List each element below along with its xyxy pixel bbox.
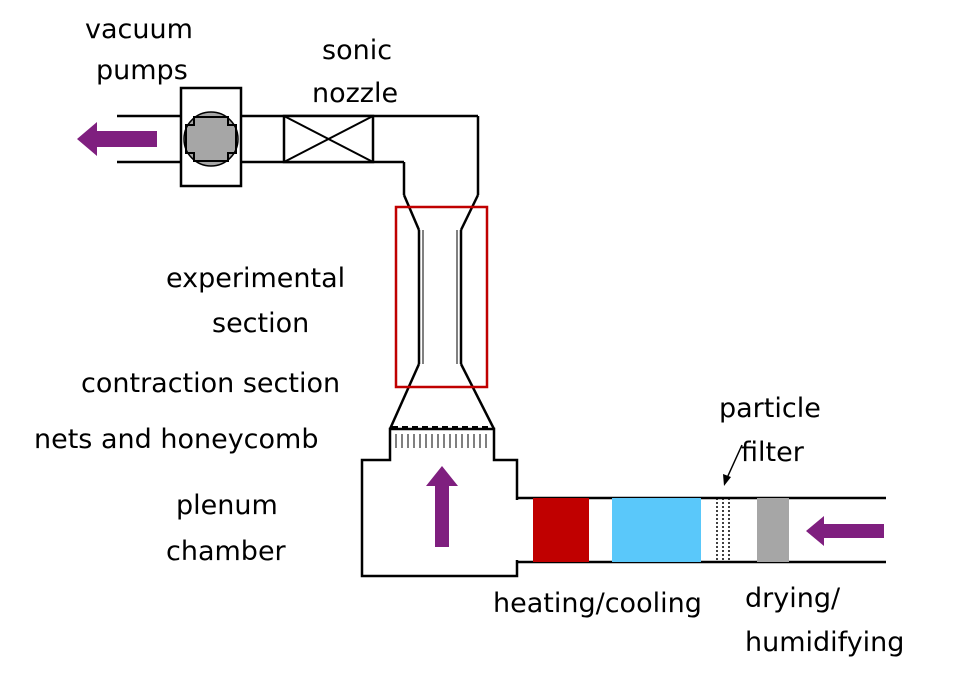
dryer-block [757,498,789,562]
label-nozzle: nozzle [312,78,398,109]
label-nets-and-honeycomb: nets and honeycomb [34,424,318,455]
vacuum-pump-vane [185,116,237,162]
label-particle: particle [719,393,821,424]
label-heating-cooling: heating/cooling [493,588,702,619]
label-plenum: plenum [176,490,278,521]
label-chamber: chamber [166,536,287,567]
cooler-block [612,498,701,562]
label-humidifying: humidifying [745,627,904,658]
label-experimental: experimental [166,263,345,294]
heater-block [533,498,589,562]
honeycomb [395,434,487,448]
contraction-left-wall [388,363,421,430]
filter-pointer-head [723,474,731,486]
diffuser-right-wall [459,194,480,231]
diffuser-left-wall [402,194,421,231]
filter-pointer-line [726,444,743,479]
label-drying: drying/ [745,583,841,614]
label-section: section [212,308,309,339]
label-sonic: sonic [322,35,392,66]
label-vacuum: vacuum [85,14,193,45]
contraction-right-wall [459,363,496,430]
label-contraction-section: contraction section [81,368,340,399]
plenum-chamber [360,427,519,578]
exhaust-flow-arrow [77,122,157,156]
vacuum-pump-rotor [183,111,239,167]
experimental-section-highlight [394,205,489,389]
label-pumps: pumps [96,55,188,86]
sonic-nozzle-diagonal-2 [283,115,374,163]
inlet-flow-arrow [806,516,884,546]
plenum-flow-arrow [426,466,458,547]
label-filter: filter [741,437,805,468]
